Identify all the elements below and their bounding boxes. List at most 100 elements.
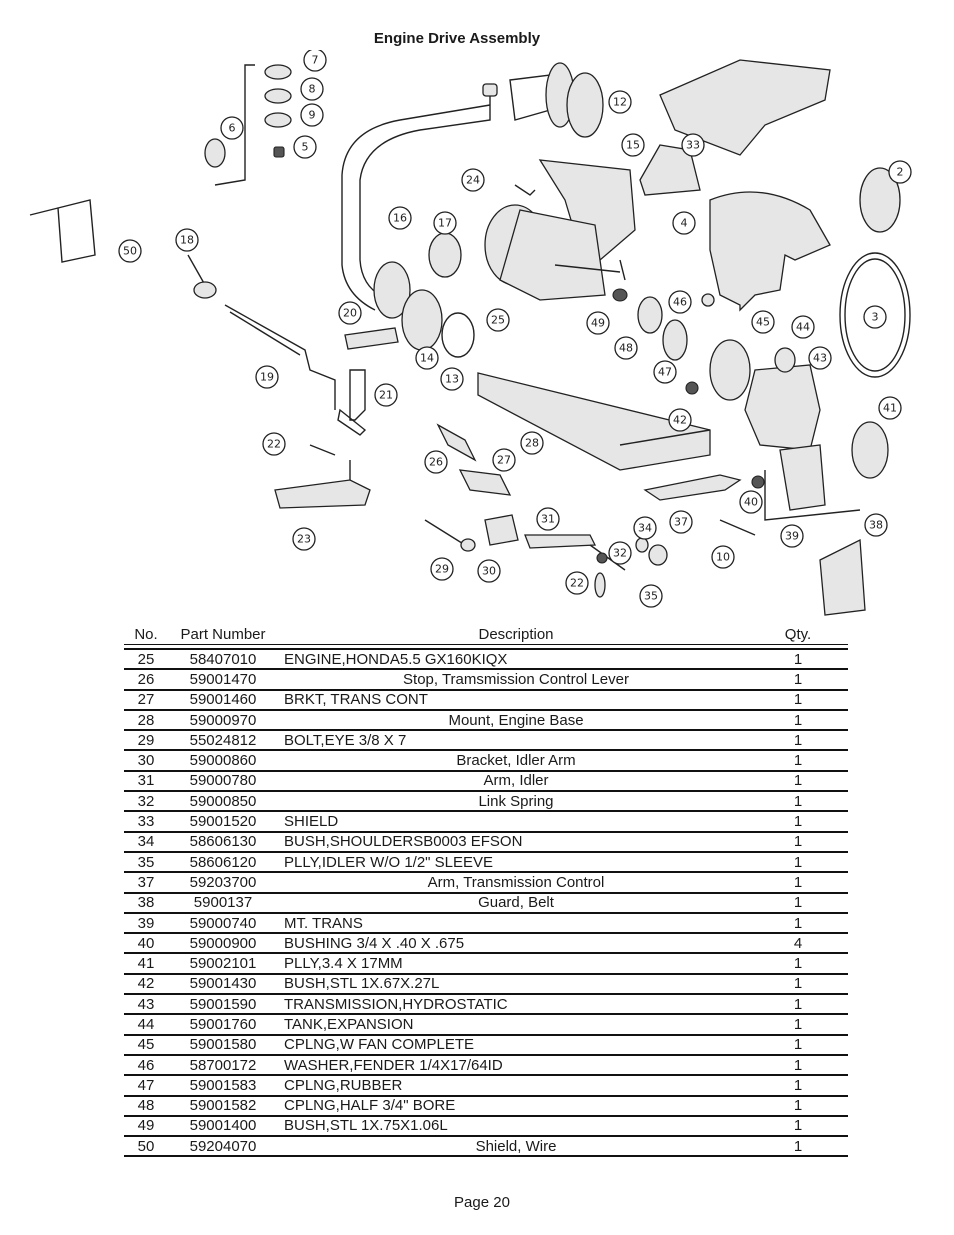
- cell-qty: 1: [748, 851, 848, 874]
- cell-qty: 1: [748, 730, 848, 752]
- svg-text:7: 7: [312, 54, 319, 67]
- cell-no: 25: [124, 649, 168, 671]
- cell-no: 35: [124, 851, 168, 874]
- cell-qty: 1: [748, 770, 848, 793]
- cell-no: 28: [124, 709, 168, 732]
- cell-qty: 1: [748, 1136, 848, 1158]
- cell-qty: 1: [748, 892, 848, 914]
- cell-no: 41: [124, 953, 168, 975]
- cell-no: 31: [124, 770, 168, 793]
- cell-description: PLLY,3.4 X 17MM: [278, 953, 748, 975]
- cell-qty: 1: [748, 811, 848, 833]
- cell-description: Shield, Wire: [278, 1136, 748, 1158]
- cell-no: 42: [124, 973, 168, 996]
- svg-text:5: 5: [302, 141, 309, 154]
- cell-no: 44: [124, 1014, 168, 1036]
- svg-text:18: 18: [180, 234, 194, 247]
- cell-no: 34: [124, 831, 168, 853]
- page-title: Engine Drive Assembly: [373, 30, 541, 47]
- cell-no: 46: [124, 1054, 168, 1077]
- cell-no: 47: [124, 1075, 168, 1097]
- svg-text:33: 33: [686, 139, 700, 152]
- cell-part-number: 59001760: [168, 1014, 278, 1036]
- cell-description: Guard, Belt: [278, 892, 748, 914]
- cell-description: BOLT,EYE 3/8 X 7: [278, 730, 748, 752]
- svg-text:37: 37: [674, 516, 688, 529]
- svg-text:22: 22: [267, 438, 281, 451]
- cell-no: 39: [124, 912, 168, 935]
- svg-text:2: 2: [897, 166, 904, 179]
- svg-text:29: 29: [435, 563, 449, 576]
- cell-description: MT. TRANS: [278, 912, 748, 935]
- svg-text:27: 27: [497, 454, 511, 467]
- cell-part-number: 58700172: [168, 1054, 278, 1077]
- cell-qty: 1: [748, 1095, 848, 1117]
- cell-part-number: 59000780: [168, 770, 278, 793]
- cell-part-number: 59001582: [168, 1095, 278, 1117]
- cell-part-number: 58606130: [168, 831, 278, 853]
- cell-qty: 1: [748, 649, 848, 671]
- cell-qty: 1: [748, 1014, 848, 1036]
- svg-text:47: 47: [658, 366, 672, 379]
- cell-description: CPLNG,HALF 3/4" BORE: [278, 1095, 748, 1117]
- cell-qty: 1: [748, 1054, 848, 1077]
- cell-description: Arm, Idler: [278, 770, 748, 793]
- cell-part-number: 59000860: [168, 750, 278, 772]
- header-no: No.: [124, 624, 168, 645]
- cell-description: Arm, Transmission Control: [278, 872, 748, 894]
- cell-part-number: 59001520: [168, 811, 278, 833]
- svg-text:19: 19: [260, 371, 274, 384]
- cell-part-number: 59001590: [168, 994, 278, 1016]
- cell-no: 32: [124, 791, 168, 813]
- svg-text:9: 9: [309, 109, 316, 122]
- cell-no: 27: [124, 689, 168, 711]
- svg-text:42: 42: [673, 414, 687, 427]
- svg-text:24: 24: [466, 174, 480, 187]
- cell-qty: 1: [748, 669, 848, 691]
- cell-qty: 1: [748, 750, 848, 772]
- cell-no: 37: [124, 872, 168, 894]
- svg-text:22: 22: [570, 577, 584, 590]
- cell-part-number: 55024812: [168, 730, 278, 752]
- cell-description: BUSH,STL 1X.75X1.06L: [278, 1115, 748, 1138]
- cell-qty: 1: [748, 973, 848, 996]
- svg-text:39: 39: [785, 530, 799, 543]
- svg-text:21: 21: [379, 389, 393, 402]
- svg-text:20: 20: [343, 307, 357, 320]
- svg-text:40: 40: [744, 496, 758, 509]
- svg-text:13: 13: [445, 373, 459, 386]
- exploded-parts-diagram: 7 8 9 5 6 12 33 15 2 24 16 17 4 50 18 3 …: [20, 50, 920, 620]
- cell-description: BRKT, TRANS CONT: [278, 689, 748, 711]
- cell-part-number: 59001583: [168, 1075, 278, 1097]
- exploded-view-drawing: 7 8 9 5 6 12 33 15 2 24 16 17 4 50 18 3 …: [29, 50, 912, 616]
- cell-part-number: 59001400: [168, 1115, 278, 1138]
- cell-description: Link Spring: [278, 791, 748, 813]
- cell-no: 48: [124, 1095, 168, 1117]
- cell-qty: 1: [748, 689, 848, 711]
- svg-text:26: 26: [429, 456, 443, 469]
- cell-no: 26: [124, 669, 168, 691]
- svg-text:35: 35: [644, 590, 658, 603]
- cell-description: TANK,EXPANSION: [278, 1014, 748, 1036]
- cell-description: SHIELD: [278, 811, 748, 833]
- cell-qty: 4: [748, 933, 848, 955]
- header-qty: Qty.: [748, 624, 848, 645]
- cell-description: Stop, Tramsmission Control Lever: [278, 669, 748, 691]
- cell-description: BUSH,SHOULDERSB0003 EFSON: [278, 831, 748, 853]
- cell-no: 49: [124, 1115, 168, 1138]
- cell-qty: 1: [748, 994, 848, 1016]
